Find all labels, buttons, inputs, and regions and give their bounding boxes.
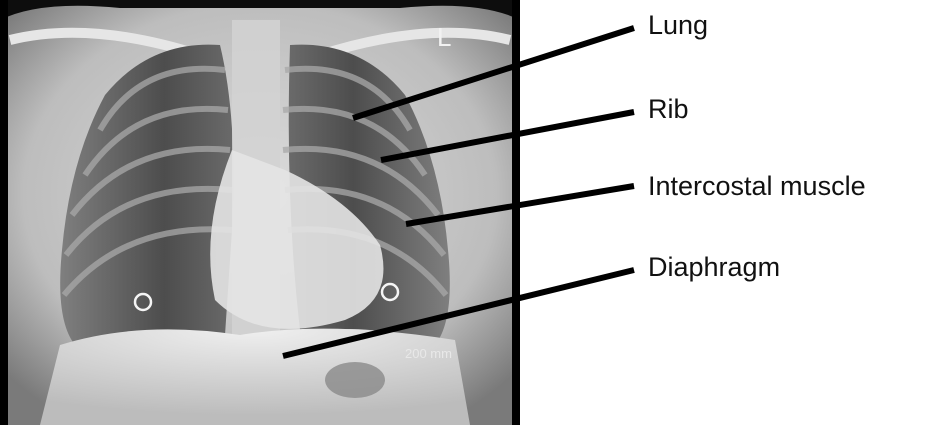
chest-xray-image [0, 0, 520, 425]
label-rib: Rib [648, 96, 689, 123]
label-intercostal-muscle: Intercostal muscle [648, 173, 866, 200]
label-lung: Lung [648, 12, 708, 39]
scale-marker-text: 200 mm [405, 346, 452, 361]
label-diaphragm: Diaphragm [648, 254, 780, 281]
side-marker-text: L [437, 22, 451, 53]
